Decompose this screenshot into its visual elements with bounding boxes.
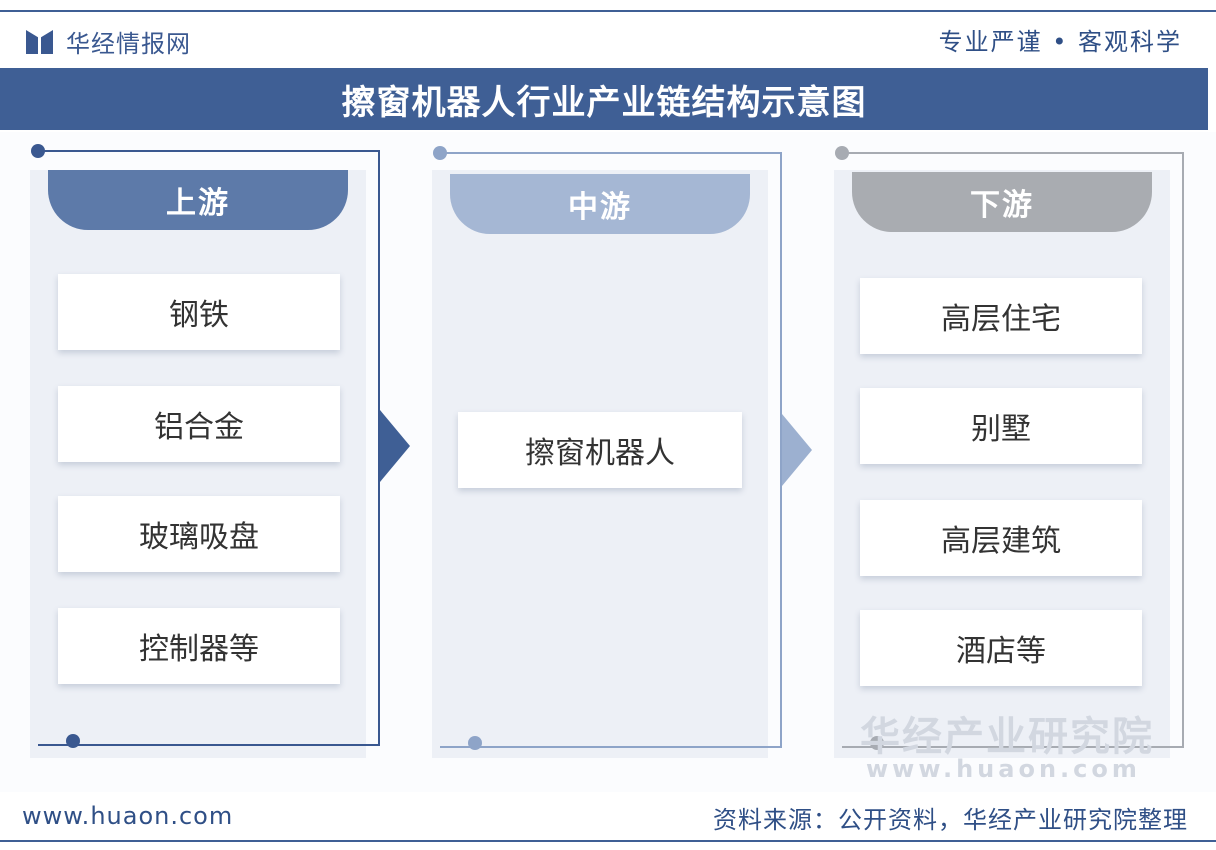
midstream-bottom-dot [468,736,482,750]
downstream-tab: 下游 [852,172,1152,232]
upstream-bottom-dot [66,734,80,748]
brand-name: 华经情报网 [66,29,191,58]
upstream-item: 控制器等 [58,608,340,684]
midstream-tab: 中游 [450,174,750,234]
upstream-top-dot [31,144,45,158]
watermark-url: www.huaon.com [866,755,1141,783]
upstream-label: 上游 [166,186,230,221]
downstream-top-dot [835,146,849,160]
flow-arrow-icon [782,414,812,486]
brand-logo-icon [26,28,54,54]
upstream-item: 玻璃吸盘 [58,496,340,572]
downstream-label: 下游 [970,188,1034,223]
slogan: 专业严谨 • 客观科学 [938,28,1182,56]
watermark-name: 华经产业研究院 [860,714,1154,760]
upstream-tab: 上游 [48,170,348,230]
downstream-item: 高层住宅 [860,278,1142,354]
flow-arrow-icon [380,410,410,482]
title-bar: 擦窗机器人行业产业链结构示意图 [0,68,1208,130]
top-divider [0,10,1216,12]
midstream-item: 擦窗机器人 [458,412,742,488]
bottom-divider [0,840,1216,842]
brand: 华经情报网 [26,24,191,58]
downstream-item: 别墅 [860,388,1142,464]
upstream-item: 铝合金 [58,386,340,462]
midstream-top-dot [433,146,447,160]
downstream-bottom-dot [870,736,884,750]
midstream-label: 中游 [568,190,632,225]
downstream-item: 酒店等 [860,610,1142,686]
diagram-title: 擦窗机器人行业产业链结构示意图 [341,82,867,123]
upstream-item: 钢铁 [58,274,340,350]
footer-source: 资料来源：公开资料，华经产业研究院整理 [713,806,1188,834]
downstream-item: 高层建筑 [860,500,1142,576]
footer-url[interactable]: www.huaon.com [22,802,234,830]
